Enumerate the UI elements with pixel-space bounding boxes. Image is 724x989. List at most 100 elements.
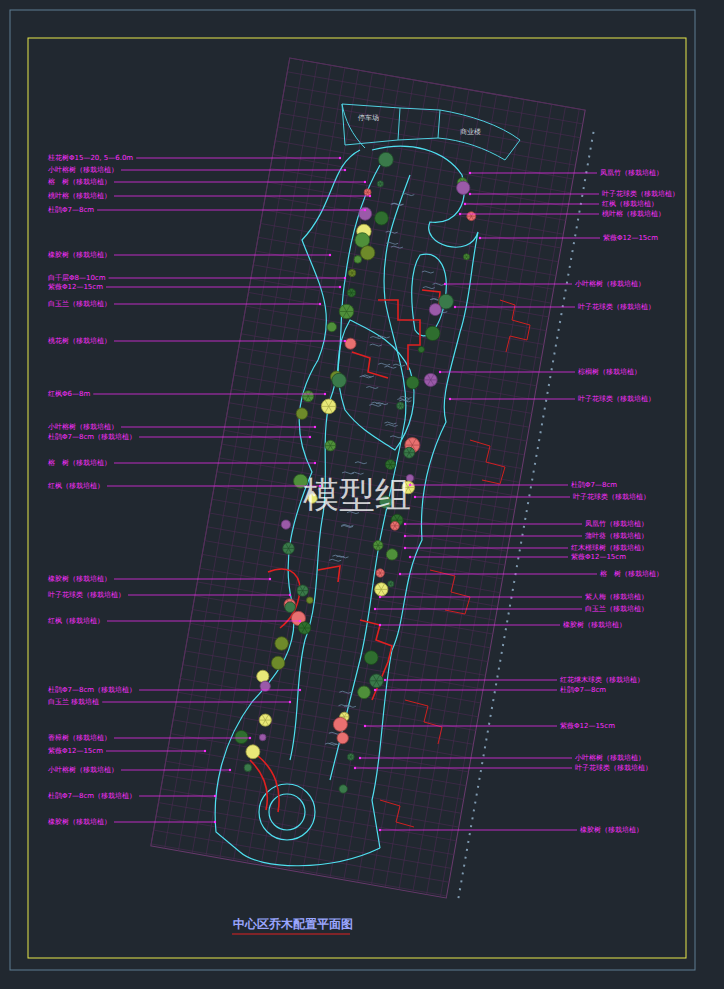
grid-line (161, 789, 456, 841)
tree-branch (376, 675, 379, 681)
leader-line (440, 372, 575, 373)
tree-crown (404, 447, 415, 458)
tree-branch (395, 526, 397, 530)
leader-line (355, 768, 572, 769)
tree-crown (379, 152, 394, 167)
water-ripple (393, 364, 405, 366)
tree-branch (300, 591, 303, 596)
tree-branch (262, 720, 265, 725)
tree-branch (373, 545, 378, 546)
leader-dot (339, 286, 341, 288)
leader-line (410, 557, 568, 558)
tree-branch (412, 445, 419, 446)
plant-callout: 橡胶树（移栽培植） (48, 575, 111, 583)
plant-callout: 小叶榕树（移栽培植） (48, 423, 118, 431)
tree-symbols (235, 152, 476, 793)
tree-branch (339, 311, 346, 312)
tree-branch (297, 590, 303, 591)
tree-branch (409, 448, 412, 453)
tree-branch (380, 573, 384, 574)
leader-dot (364, 725, 366, 727)
tree-crown (271, 656, 284, 669)
tree-branch (424, 379, 431, 380)
tree-branch (305, 628, 308, 633)
tree-branch (376, 573, 380, 574)
leader-line (385, 680, 557, 681)
leader-line (405, 536, 582, 537)
leader-line (121, 770, 230, 771)
tree-branch (467, 257, 469, 260)
grid-line (200, 568, 495, 620)
site-grid (151, 58, 597, 900)
tree-branch (347, 312, 351, 318)
grid-line (151, 58, 290, 846)
tree-branch (381, 584, 384, 590)
tree-crown (358, 686, 371, 699)
water-ripple (386, 424, 398, 426)
plant-callout: 杜鹃Φ7—8cm（移栽培植） (48, 792, 136, 800)
tree-symbol (347, 754, 354, 761)
water-ripple (423, 287, 435, 289)
tree-branch (385, 464, 390, 465)
tree-symbol (373, 541, 383, 551)
tree-symbol (424, 373, 437, 386)
tree-branch (390, 460, 392, 464)
leader-dot (379, 596, 381, 598)
leader-dot (344, 340, 346, 342)
leader-line (480, 238, 600, 239)
tree-crown (303, 391, 314, 402)
water-ripple (390, 436, 402, 438)
grid-line (192, 610, 487, 662)
tree-branch (368, 192, 370, 195)
grid-line (289, 82, 428, 870)
plant-callout: 橡胶树（移栽培植） (48, 818, 111, 826)
grid-line (285, 86, 580, 138)
grid-line (183, 665, 478, 717)
grid-line (154, 830, 449, 882)
tree-branch (369, 680, 376, 681)
tree-symbol (332, 373, 346, 387)
tree-branch (395, 525, 399, 526)
plant-callout: 小叶榕树（移栽培植） (48, 166, 118, 174)
tree-symbol (388, 581, 394, 587)
tree-branch (390, 465, 392, 469)
plant-callout: 紫薇Φ12—15cm (603, 234, 658, 242)
tree-crown (425, 326, 439, 340)
tree-branch (391, 520, 397, 521)
tree-branch (352, 270, 354, 273)
tree-branch (409, 453, 412, 458)
tree-crown (467, 212, 476, 221)
grid-line (195, 596, 490, 648)
tree-crown (391, 521, 400, 530)
tree-branch (351, 757, 353, 760)
leader-dot (214, 821, 216, 823)
grid-line (171, 734, 466, 786)
grid-line (190, 623, 485, 675)
tree-crown (339, 785, 347, 793)
tree-branch (380, 184, 382, 187)
water-ripple (370, 337, 382, 339)
leader-dot (399, 573, 401, 575)
tree-branch (347, 311, 354, 312)
tree-crown (296, 408, 307, 419)
grid-line (247, 75, 386, 863)
plant-callout: 橡胶树（移栽培植） (48, 251, 111, 259)
leader-line (128, 595, 290, 596)
water-ripple (433, 283, 445, 285)
leader-dot (339, 157, 341, 159)
water-ripple (341, 524, 353, 526)
grid-line (234, 375, 529, 427)
grid-line (239, 348, 534, 400)
tree-symbol (235, 730, 248, 743)
leader-line (114, 196, 370, 197)
tree-crown (385, 460, 395, 470)
leader-dot (289, 701, 291, 703)
tree-branch (378, 584, 381, 590)
grid-line (290, 58, 585, 110)
tree-crown (397, 402, 405, 410)
tree-crown (369, 674, 383, 688)
tree-crown (246, 745, 260, 759)
tree-crown (259, 734, 266, 741)
grid-line (185, 651, 480, 703)
tree-symbol (375, 211, 389, 225)
